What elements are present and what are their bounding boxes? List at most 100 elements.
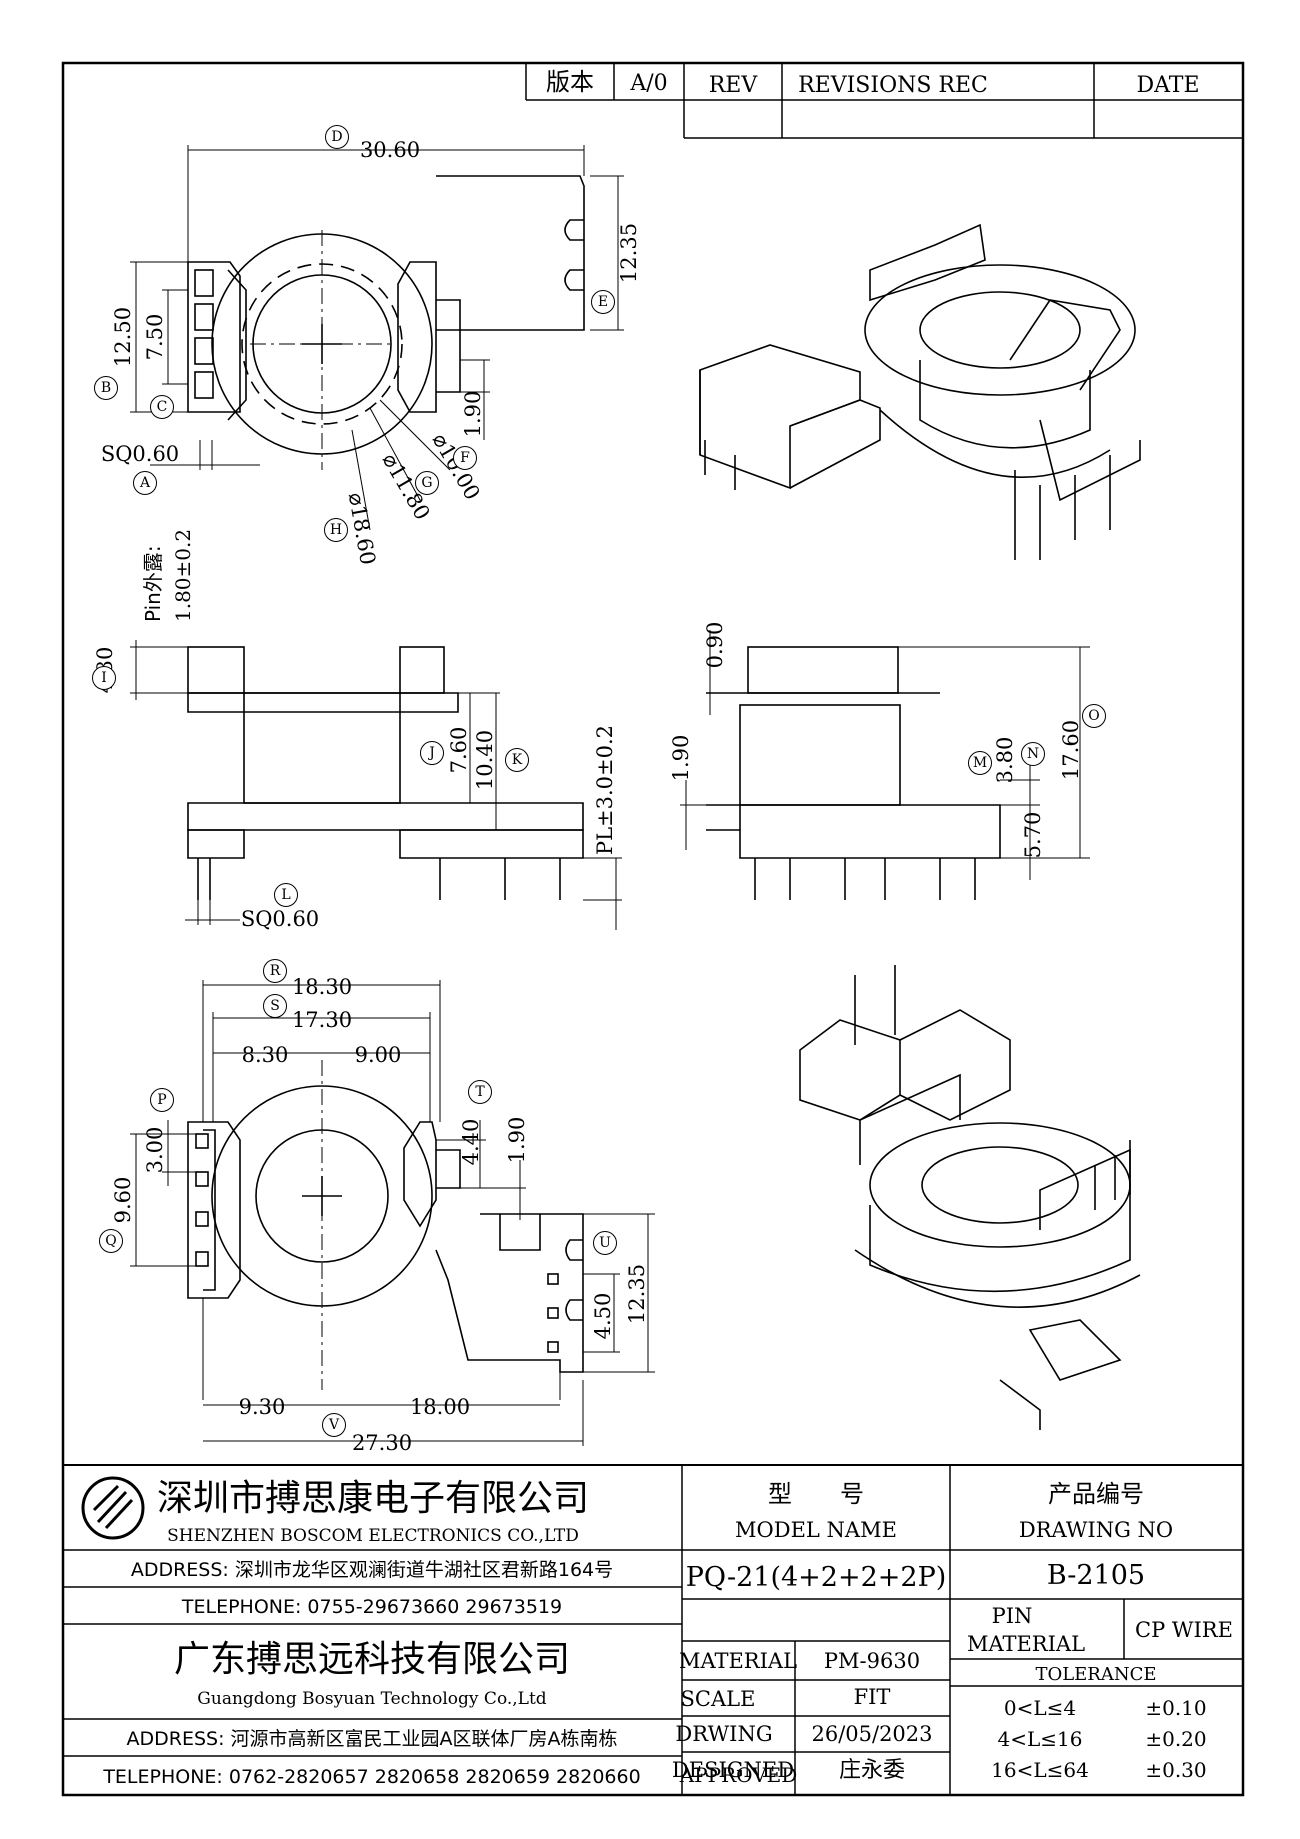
- approved-label-text: APPROVED: [679, 1763, 798, 1787]
- tolerance-value: ±0.10: [1145, 1696, 1206, 1720]
- revision-block: [525, 63, 1243, 139]
- dim-r-value: 18.30: [292, 975, 352, 999]
- marker-h: H: [324, 518, 348, 542]
- dim-k-value: 10.40: [473, 730, 497, 790]
- side-view-left: [187, 646, 584, 900]
- designed-value: 庄永委: [839, 1758, 905, 1783]
- marker-o: O: [1082, 704, 1106, 728]
- dim-l-value: SQ0.60: [241, 907, 319, 931]
- dim-bottom-left-value: 9.30: [239, 1395, 286, 1419]
- marker-e: E: [591, 290, 615, 314]
- marker-g: G: [415, 471, 439, 495]
- pin-exposed-label: Pin外露:: [141, 545, 165, 622]
- marker-c: C: [150, 395, 174, 419]
- dim-pin-space-value: 1.90: [461, 391, 485, 438]
- tolerance-label: TOLERANCE: [1035, 1664, 1156, 1685]
- marker-p: P: [150, 1088, 174, 1112]
- dim-u-value: 4.50: [591, 1293, 615, 1340]
- bottom-view-dims: [130, 980, 655, 1446]
- pin-material-value: CP WIRE: [1135, 1618, 1233, 1642]
- iso-view-bottom: [799, 965, 1141, 1430]
- version-label: 版本: [546, 68, 594, 96]
- model-value: PQ-21(4+2+2+2P): [686, 1562, 947, 1593]
- model-label-en: MODEL NAME: [735, 1518, 897, 1542]
- date-label: DATE: [1136, 73, 1199, 98]
- iso-view-top: [699, 223, 1141, 560]
- dim-pl-value: PL±3.0±0.2: [593, 725, 617, 855]
- tolerance-range: 0<L≤4: [1004, 1696, 1076, 1720]
- side-view-left-dims: [130, 640, 622, 930]
- sheet-border: [61, 61, 1245, 1797]
- dim-h-value: ⌀18.60: [344, 491, 380, 567]
- marker-l: L: [274, 883, 298, 907]
- dim-left-half-value: 8.30: [242, 1043, 289, 1067]
- dim-top-gap-value: 0.90: [703, 622, 727, 669]
- scale-label: SCALE: [681, 1687, 756, 1711]
- drawing-no-label-cn: 产品编号: [1048, 1480, 1144, 1508]
- dim-height-value: 12.35: [625, 1264, 649, 1324]
- tolerance-range: 4<L≤16: [998, 1727, 1083, 1751]
- marker-d: D: [325, 125, 349, 149]
- company2-address: ADDRESS: 河源市高新区富民工业园A区联体厂房A栋南栋: [126, 1728, 617, 1750]
- dim-c-value: 7.50: [143, 314, 167, 361]
- company1-name-cn: 深圳市搏思康电子有限公司: [157, 1478, 589, 1519]
- dim-j-value: 7.60: [447, 727, 471, 774]
- dim-t-value: 4.40: [459, 1119, 483, 1166]
- drawing-no-value: B-2105: [1047, 1560, 1145, 1591]
- dim-left-gap-value: 1.90: [669, 735, 693, 782]
- version-value: A/0: [629, 71, 667, 96]
- company1-telephone: TELEPHONE: 0755-29673660 29673519: [181, 1596, 562, 1618]
- material-label: MATERIAL: [679, 1649, 797, 1673]
- title-block-grid: [63, 1464, 1243, 1795]
- marker-v: V: [322, 1413, 346, 1437]
- marker-m: M: [968, 751, 992, 775]
- tolerance-table: 0<L≤4 ±0.10 4<L≤16 ±0.20 16<L≤64 ±0.30: [991, 1696, 1207, 1782]
- marker-a: A: [133, 471, 157, 495]
- pin-exposed-value: 1.80±0.2: [171, 529, 195, 622]
- approved-cell: APPROVED: [679, 1756, 798, 1794]
- bottom-view: [187, 1060, 584, 1390]
- marker-i: I: [92, 666, 116, 690]
- drawing-no-label-en: DRAWING NO: [1019, 1518, 1173, 1542]
- marker-n: N: [1021, 742, 1045, 766]
- pin-material-label-2: MATERIAL: [967, 1632, 1085, 1656]
- drawing-label: DRWING: [675, 1722, 772, 1746]
- dim-s-value: 17.30: [292, 1008, 352, 1032]
- model-label-cn: 型 号: [768, 1480, 864, 1508]
- dim-q-value: 9.60: [111, 1177, 135, 1224]
- pin-material-label-1: PIN: [992, 1604, 1033, 1628]
- dim-d-value: 30.60: [360, 138, 420, 162]
- dim-right-half-value: 9.00: [355, 1043, 402, 1067]
- company-logo: [81, 1476, 145, 1540]
- marker-j: J: [420, 741, 444, 765]
- tolerance-value: ±0.30: [1145, 1758, 1206, 1782]
- dim-bottom-right-value: 18.00: [410, 1395, 470, 1419]
- marker-u: U: [593, 1231, 617, 1255]
- rev-label: REV: [709, 73, 759, 98]
- marker-t: T: [468, 1080, 492, 1104]
- revisions-label: REVISIONS REC: [798, 73, 988, 98]
- material-value: PM-9630: [824, 1649, 920, 1673]
- dim-v-value: 27.30: [352, 1431, 412, 1455]
- side-view-right-dims: [680, 630, 1090, 880]
- marker-f: F: [453, 446, 477, 470]
- marker-s: S: [263, 994, 287, 1018]
- dim-a-value: SQ0.60: [101, 442, 179, 466]
- top-view: [187, 175, 585, 470]
- marker-k: K: [505, 748, 529, 772]
- dim-o-value: 17.60: [1059, 720, 1083, 780]
- dim-e-value: 12.35: [617, 223, 641, 283]
- dim-m-value: 3.80: [993, 737, 1017, 784]
- company1-address: ADDRESS: 深圳市龙华区观澜街道牛湖社区君新路164号: [131, 1559, 613, 1581]
- drawing-date: 26/05/2023: [811, 1722, 932, 1746]
- tolerance-value: ±0.20: [1145, 1727, 1206, 1751]
- company2-name-en: Guangdong Bosyuan Technology Co.,Ltd: [197, 1689, 547, 1709]
- company2-telephone: TELEPHONE: 0762-2820657 2820658 2820659 …: [102, 1766, 640, 1788]
- marker-q: Q: [99, 1229, 123, 1253]
- dim-p-value: 3.00: [143, 1127, 167, 1174]
- tolerance-range: 16<L≤64: [991, 1758, 1089, 1782]
- marker-b: B: [94, 376, 118, 400]
- dim-pin-offset-value: 1.90: [505, 1117, 529, 1164]
- company2-name-cn: 广东搏思远科技有限公司: [174, 1639, 570, 1680]
